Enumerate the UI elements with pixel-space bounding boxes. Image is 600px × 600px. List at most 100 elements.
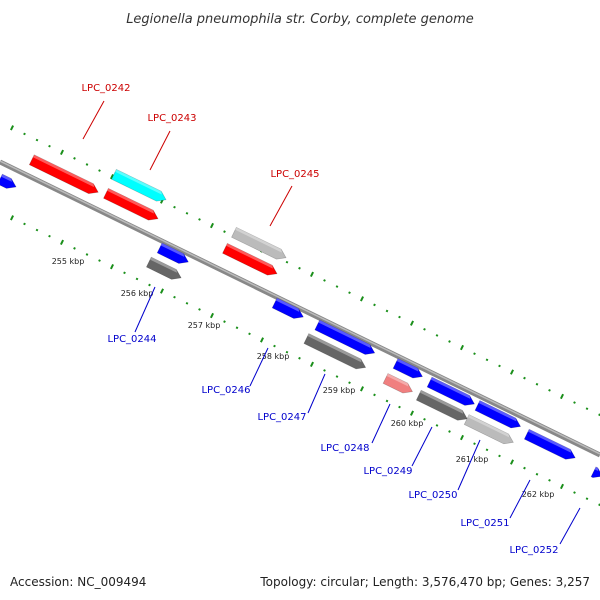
gene-label: LPC_0250: [408, 490, 457, 501]
tick-label: 261 kbp: [456, 455, 489, 464]
gene-arrow: [103, 187, 159, 221]
inner-tick: [135, 277, 139, 281]
inner-tick: [273, 344, 276, 348]
backbone-line: [0, 159, 600, 458]
gene-arrow-shine: [160, 243, 185, 257]
inner-tick-track: [10, 215, 600, 507]
inner-tick: [585, 497, 589, 500]
gene-arrow-body: [28, 154, 99, 194]
inner-tick: [98, 259, 101, 262]
gene-arrow-body: [415, 389, 468, 421]
inner-tick: [398, 405, 401, 409]
outer-tick: [373, 303, 376, 307]
gene-arrow-body: [426, 376, 475, 406]
gene-arrow-body: [222, 242, 278, 276]
inner-tick: [523, 466, 526, 470]
genome-backbone: [0, 159, 600, 458]
gene-label: LPC_0249: [363, 466, 412, 477]
gene-arrow-body: [463, 414, 514, 445]
inner-tick: [148, 283, 151, 287]
gene-arrow-shine: [107, 188, 154, 214]
outer-tick: [473, 352, 476, 356]
inner-tick: [35, 228, 39, 232]
gene-arrow-body: [103, 187, 159, 221]
gene-leader-line: [249, 347, 269, 387]
gene-features: [0, 154, 600, 478]
gene-arrow-body: [231, 226, 287, 260]
outer-tick: [435, 334, 439, 337]
inner-tick: [310, 361, 314, 368]
gene-arrow: [231, 226, 287, 260]
gene-arrow-shine: [32, 154, 95, 188]
gene-leader-line: [371, 403, 391, 444]
inner-tick: [548, 479, 551, 482]
gene-arrow-body: [474, 400, 522, 429]
gene-leader-line: [457, 439, 481, 491]
tick-label: 262 kbp: [522, 490, 555, 499]
gene-arrow: [303, 333, 367, 370]
gene-leader-line: [559, 507, 581, 545]
inner-tick: [348, 381, 351, 385]
outer-tick: [535, 382, 539, 386]
outer-tick: [10, 125, 14, 131]
gene-arrow: [156, 242, 189, 264]
inner-tick: [185, 301, 189, 305]
inner-tick: [485, 448, 489, 452]
inner-tick: [210, 312, 214, 319]
gene-label: LPC_0248: [320, 443, 369, 454]
outer-tick: [60, 149, 64, 155]
inner-tick: [123, 271, 126, 275]
gene-leader-line: [149, 130, 171, 171]
gene-arrow-body: [111, 168, 167, 202]
inner-tick: [235, 326, 239, 330]
outer-tick: [210, 222, 214, 229]
gene-arrow-shine: [318, 320, 371, 348]
backbone-highlight: [0, 160, 600, 455]
gene-arrow: [523, 428, 576, 460]
inner-tick: [60, 239, 64, 245]
inner-tick: [110, 264, 114, 270]
gene-label: LPC_0246: [201, 385, 250, 396]
inner-tick: [260, 337, 264, 343]
gene-label: LPC_0251: [460, 518, 509, 529]
gene-leader-line: [509, 479, 531, 519]
gene-arrow: [392, 358, 423, 379]
map-title: Legionella pneumophila str. Corby, compl…: [126, 12, 474, 27]
gene-arrow-body: [314, 319, 376, 355]
outer-tick: [198, 218, 201, 221]
outer-tick: [448, 340, 451, 343]
gene-leader-line: [82, 100, 105, 140]
outer-tick: [298, 266, 301, 270]
tick-label: 259 kbp: [323, 386, 356, 395]
gene-leader-line: [307, 373, 326, 414]
gene-arrow-body: [0, 173, 17, 189]
gene-arrow-body: [523, 428, 576, 460]
gene-labels: LPC_0242LPC_0243LPC_0244LPC_0245LPC_0246…: [81, 83, 581, 556]
gene-arrow-shine: [115, 169, 162, 195]
inner-tick: [510, 459, 514, 465]
gene-arrow-body: [146, 256, 182, 280]
accession-text: Accession: NC_009494: [10, 575, 146, 589]
outer-tick: [285, 260, 289, 264]
gene-arrow-shine: [275, 298, 300, 312]
inner-tick: [85, 253, 89, 256]
inner-tick: [498, 454, 501, 458]
gene-arrow-shine: [396, 358, 419, 372]
gene-arrow-shine: [386, 373, 409, 387]
tick-label: 260 kbp: [391, 419, 424, 428]
gene-arrow: [415, 389, 468, 421]
inner-tick: [385, 399, 389, 403]
inner-tick: [560, 483, 564, 490]
gene-arrow-shine: [594, 466, 599, 472]
inner-tick: [335, 375, 339, 378]
inner-tick: [423, 417, 426, 421]
gene-leader-line: [134, 286, 156, 333]
outer-tick: [573, 401, 576, 404]
outer-tick: [485, 358, 489, 362]
gene-label: LPC_0247: [257, 412, 306, 423]
gene-arrow-shine: [467, 414, 510, 438]
gene-arrow-shine: [235, 227, 282, 253]
gene-leader-line: [411, 426, 433, 467]
gene-arrow-body: [382, 373, 413, 394]
inner-tick: [198, 308, 201, 311]
